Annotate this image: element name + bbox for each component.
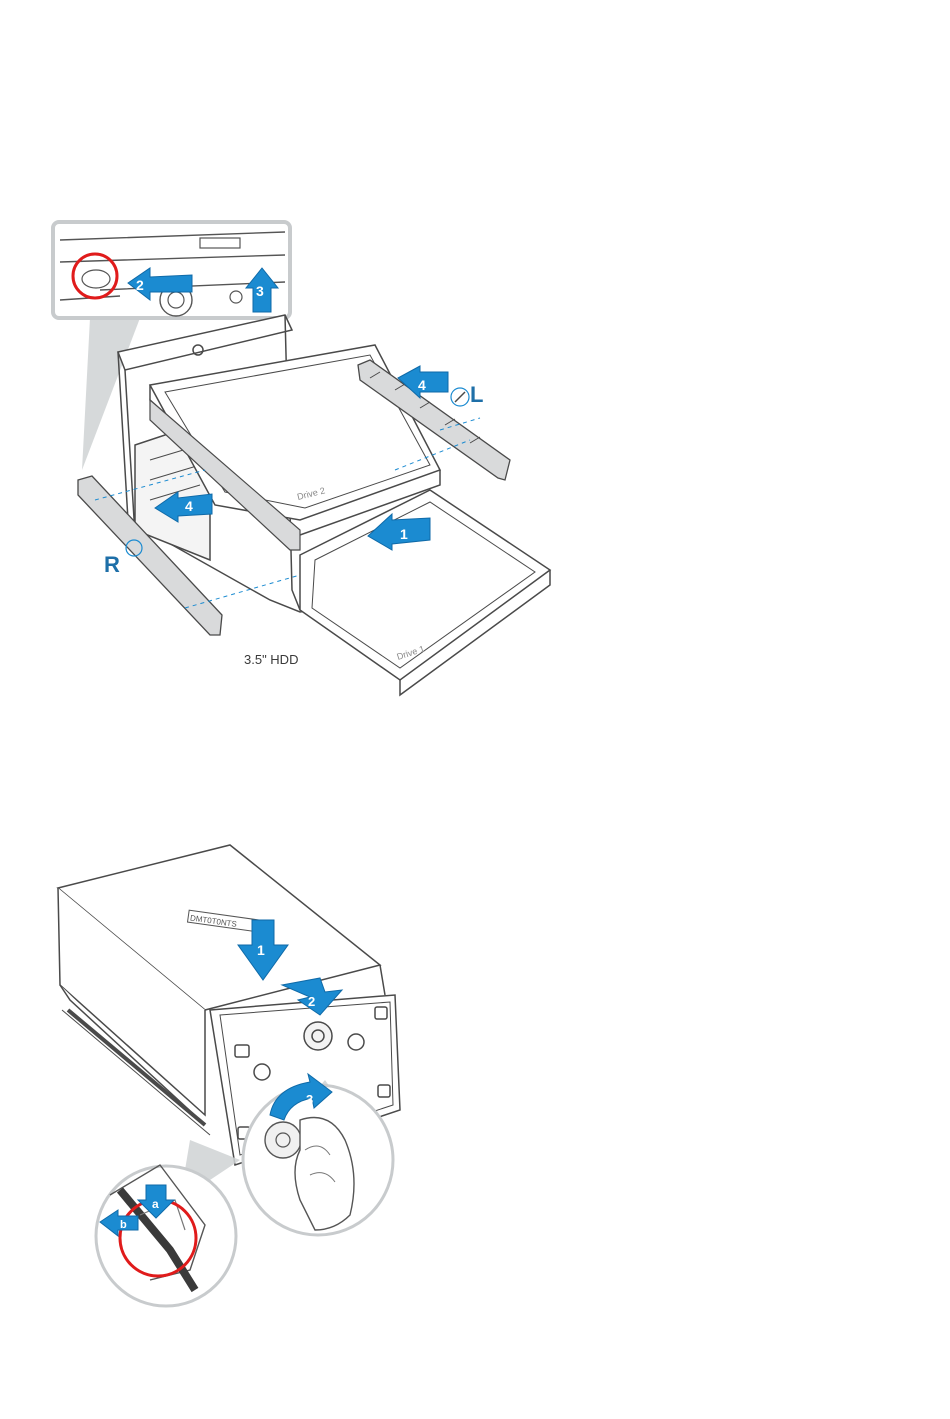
rail-tag-left: L xyxy=(470,382,483,407)
sub-step-label-b: b xyxy=(120,1219,127,1231)
callout-thumbscrew xyxy=(243,1085,393,1235)
step-label-2: 2 xyxy=(136,277,144,293)
step-label-3: 3 xyxy=(256,283,264,299)
enclosure-close-figure: DMT0T0NTS 1 2 xyxy=(0,820,950,1419)
rail-tag-right: R xyxy=(104,552,120,577)
sub-step-label-a: a xyxy=(152,1197,159,1211)
hdd-install-figure: Drive 2 Drive 1 2 3 4 4 1 xyxy=(0,0,950,720)
step-label-2-bottom: 2 xyxy=(308,994,315,1009)
step-label-4-right: 4 xyxy=(185,498,193,514)
step-label-1: 1 xyxy=(400,526,408,542)
step-label-1-bottom: 1 xyxy=(257,942,265,958)
step-label-4-left: 4 xyxy=(418,377,426,393)
step-label-3-bottom: 3 xyxy=(306,1092,313,1107)
figure-caption: 3.5" HDD xyxy=(244,652,298,667)
